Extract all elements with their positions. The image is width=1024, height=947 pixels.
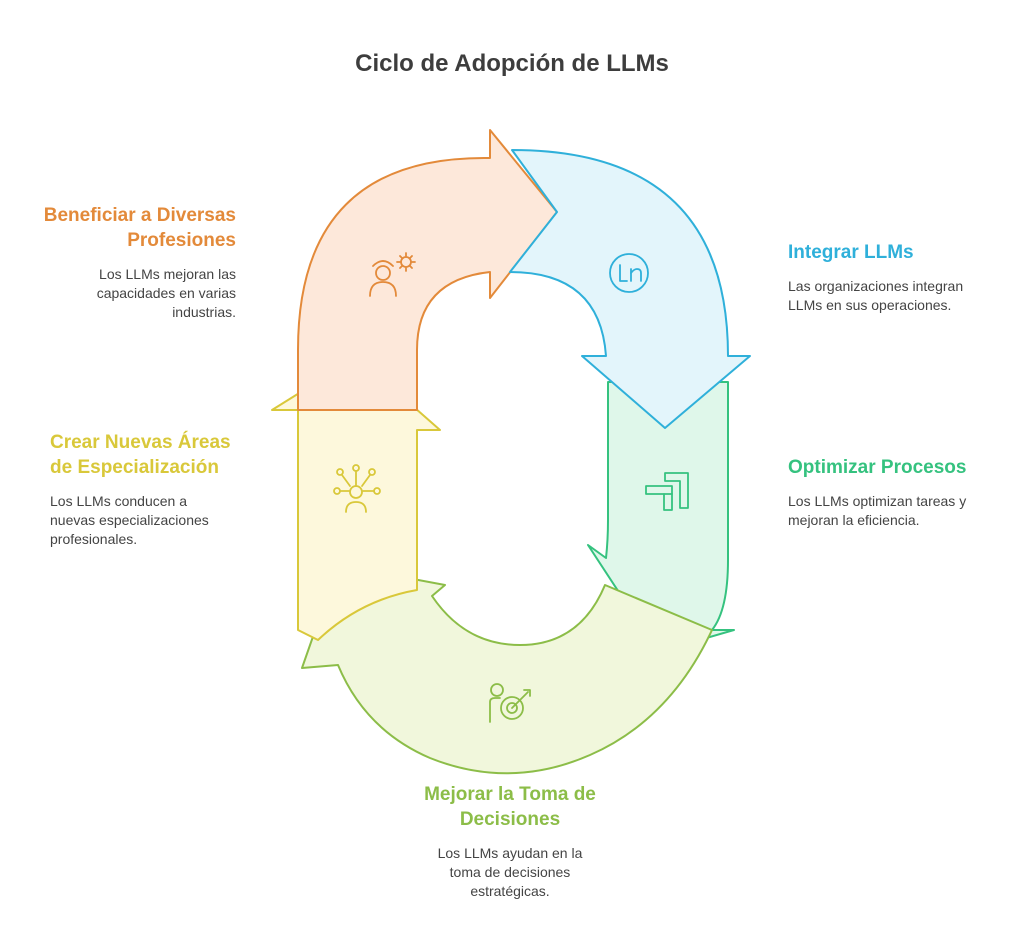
step-description: Los LLMs optimizan tareas y mejoran la e…	[788, 493, 967, 528]
step-description: Los LLMs ayudan en la toma de decisiones…	[437, 845, 583, 899]
step-title: Integrar LLMs	[788, 242, 914, 263]
person-target-icon	[489, 683, 531, 723]
step-description: Las organizaciones integran LLMs en sus …	[788, 278, 964, 313]
step-mejorar: Mejorar la Toma de Decisiones Los LLMs a…	[412, 782, 608, 901]
step-description: Los LLMs mejoran las capacidades en vari…	[96, 266, 236, 320]
step-title: Beneficiar a Diversas Profesiones	[43, 205, 236, 251]
step-title: Crear Nuevas Áreas de Especialización	[50, 432, 231, 478]
step-optimizar: Optimizar Procesos Los LLMs optimizan ta…	[788, 455, 968, 530]
arrow-integrar	[509, 149, 751, 429]
worker-gear-icon	[369, 252, 416, 297]
diagram-title: Ciclo de Adopción de LLMs	[355, 50, 669, 77]
arrow-optimizar	[587, 381, 735, 653]
process-pipe-icon	[645, 472, 689, 511]
step-title: Mejorar la Toma de Decisiones	[424, 784, 596, 830]
step-integrar: Integrar LLMs Las organizaciones integra…	[788, 240, 988, 315]
step-title: Optimizar Procesos	[788, 457, 967, 478]
arrow-beneficiar	[297, 129, 558, 411]
step-crear: Crear Nuevas Áreas de Especialización Lo…	[50, 430, 250, 549]
step-description: Los LLMs conducen a nuevas especializaci…	[50, 493, 209, 547]
arrow-mejorar	[301, 564, 713, 775]
person-network-icon	[333, 464, 381, 513]
step-beneficiar: Beneficiar a Diversas Profesiones Los LL…	[40, 203, 236, 322]
linkedin-icon	[609, 253, 649, 293]
